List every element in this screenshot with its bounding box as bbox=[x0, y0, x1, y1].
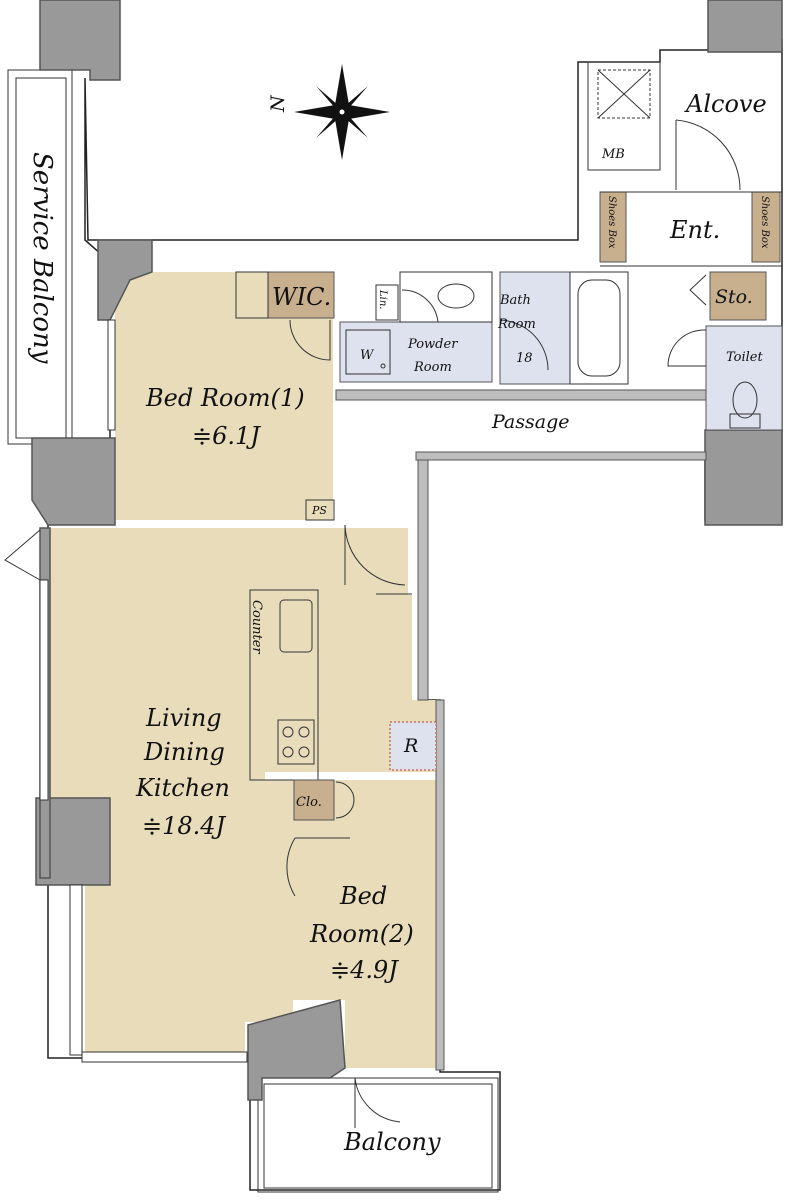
column-bottom bbox=[247, 999, 346, 1101]
burner-1 bbox=[282, 726, 294, 738]
washer-box bbox=[345, 329, 391, 375]
label-shoes-box-right: Shoes Box bbox=[759, 196, 770, 249]
label-powder-room-1: Powder bbox=[407, 337, 458, 352]
mb-box bbox=[587, 61, 661, 171]
kitchen-sink bbox=[279, 599, 313, 653]
toilet-door bbox=[667, 329, 707, 367]
ps-box bbox=[305, 499, 335, 521]
label-ps: PS bbox=[311, 504, 327, 517]
basin-icon bbox=[437, 283, 475, 309]
wic-left bbox=[235, 271, 269, 319]
label-ldk-3: Kitchen bbox=[135, 774, 230, 802]
label-toilet: Toilet bbox=[726, 350, 763, 365]
label-storage: Sto. bbox=[715, 286, 753, 308]
window-bed1 bbox=[107, 319, 116, 431]
bed-room-1-floor bbox=[115, 272, 333, 520]
bath-room-floor bbox=[499, 271, 571, 385]
alcove-door bbox=[675, 119, 741, 191]
wic-box bbox=[267, 271, 335, 319]
wall-passage-top bbox=[335, 389, 707, 401]
label-bath-room-size: 18 bbox=[516, 351, 533, 366]
toilet-bowl bbox=[732, 381, 758, 419]
column-left-mid bbox=[31, 437, 116, 526]
label-ldk-size: ≑18.4J bbox=[142, 812, 227, 840]
label-entrance: Ent. bbox=[669, 216, 720, 244]
toilet-tank bbox=[729, 413, 761, 429]
wic-door bbox=[289, 319, 331, 361]
column-left-upper bbox=[97, 239, 153, 321]
label-closet: Clo. bbox=[296, 795, 322, 810]
mb-vent-x2 bbox=[597, 69, 651, 119]
label-passage: Passage bbox=[491, 411, 570, 433]
balcony-inner bbox=[263, 1083, 493, 1189]
compass-north-label: N bbox=[267, 94, 289, 113]
stove-top bbox=[277, 719, 315, 765]
bed1-door bbox=[344, 524, 406, 586]
bathtub bbox=[569, 271, 629, 385]
closet-box bbox=[293, 779, 335, 821]
balcony-door bbox=[354, 1077, 401, 1128]
window-ldk-left bbox=[39, 579, 49, 801]
bath-door bbox=[499, 319, 549, 371]
burner-3 bbox=[282, 746, 294, 758]
linen-box bbox=[375, 284, 399, 321]
label-bed-room-2-line2: Room(2) bbox=[309, 920, 414, 948]
label-shoes-box-left: Shoes Box bbox=[606, 196, 617, 249]
balcony bbox=[257, 1077, 499, 1193]
label-ldk-2: Dining bbox=[143, 738, 225, 766]
toilet-room bbox=[705, 325, 783, 431]
label-bed-room-1-name: Bed Room(1) bbox=[145, 384, 305, 412]
bathtub-inner bbox=[577, 279, 621, 377]
label-mb: MB bbox=[601, 147, 625, 162]
label-bed-room-1-size: ≑6.1J bbox=[192, 422, 261, 450]
label-refrigerator: R bbox=[403, 735, 418, 757]
washer-dot bbox=[380, 363, 386, 369]
powder-door bbox=[401, 289, 439, 323]
closet-door bbox=[335, 781, 355, 819]
basin-counter bbox=[399, 271, 493, 323]
label-ldk-1: Living bbox=[145, 704, 222, 732]
mb-vent bbox=[597, 69, 651, 119]
wall-right-strip bbox=[417, 459, 429, 701]
refrigerator-box bbox=[389, 721, 437, 771]
column-left-lower bbox=[35, 797, 111, 886]
storage-box bbox=[709, 271, 767, 321]
label-linen: Lin. bbox=[377, 289, 388, 309]
wall-passage-bottom bbox=[415, 451, 707, 461]
label-balcony: Balcony bbox=[343, 1128, 441, 1156]
column-top-left bbox=[39, 0, 121, 81]
label-counter: Counter bbox=[249, 600, 264, 654]
window-ldk-bottom bbox=[81, 1051, 248, 1063]
kitchen-counter bbox=[249, 589, 319, 781]
column-right-mid bbox=[704, 429, 783, 526]
burner-4 bbox=[298, 746, 310, 758]
compass-icon bbox=[294, 64, 390, 160]
ldk-side-door bbox=[4, 529, 41, 581]
column-top-right bbox=[707, 0, 783, 53]
label-bath-room-2: Room bbox=[497, 317, 536, 332]
shoes-box-right bbox=[751, 191, 781, 263]
label-service-balcony: Service Balcony bbox=[27, 152, 57, 364]
window-ldk-left-lower bbox=[69, 884, 83, 1056]
label-bed-room-2-line1: Bed bbox=[339, 882, 387, 910]
label-bed-room-2-size: ≑4.9J bbox=[330, 956, 399, 984]
label-wic: WIC. bbox=[272, 283, 331, 311]
label-powder-room-2: Room bbox=[413, 360, 452, 375]
burner-2 bbox=[298, 726, 310, 738]
label-alcove: Alcove bbox=[684, 90, 767, 118]
wall-bed2-right bbox=[435, 699, 445, 1071]
label-bath-room-1: Bath bbox=[499, 293, 531, 308]
label-washer: W bbox=[360, 348, 375, 363]
powder-room bbox=[339, 321, 493, 383]
bed2-door bbox=[286, 837, 350, 897]
ldk-floor bbox=[50, 528, 437, 1052]
storage-door bbox=[689, 274, 707, 306]
bed-room-2-floor bbox=[293, 780, 438, 1068]
